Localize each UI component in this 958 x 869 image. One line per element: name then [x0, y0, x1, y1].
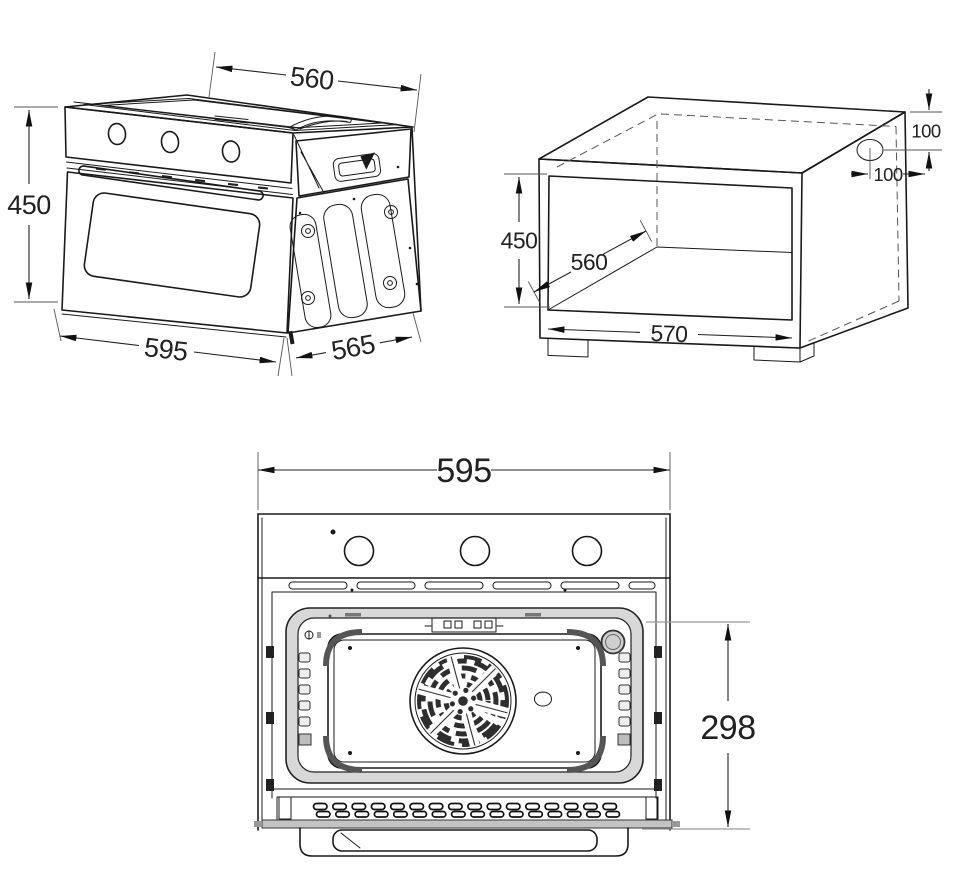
oven-front-view: 595 298: [254, 452, 756, 857]
side-emboss-panel: [323, 203, 368, 319]
dimension-570-width: 570: [547, 320, 793, 347]
shelf-rails: [298, 652, 631, 746]
oven-perspective-view: 560 450 595 565: [7, 51, 422, 377]
top-vent-slots: [288, 581, 656, 592]
dimension-595-bottom: 595: [53, 308, 293, 377]
control-panel-perspective: [64, 106, 294, 184]
dim-label-overall-width: 595: [436, 452, 491, 490]
dim-label-base-width: 570: [650, 320, 688, 347]
side-rivets: [298, 165, 419, 286]
door-handle: [78, 165, 264, 201]
top-vent-cover: [288, 115, 352, 131]
grill-element-bracket: [424, 617, 504, 633]
dim-label-vent-top-offset: 100: [911, 121, 941, 142]
dim-label-top-width: 560: [289, 61, 336, 96]
side-clips: [266, 646, 662, 791]
dimension-560-top: 560: [208, 51, 422, 133]
dim-label-side-depth: 565: [329, 329, 377, 366]
open-door: [254, 796, 680, 857]
dimension-100-horizontal: 100: [851, 148, 925, 185]
oven-side-panel: [287, 127, 422, 345]
side-handle-cutout: [332, 152, 382, 182]
cabinet-feet: [547, 337, 815, 363]
control-knob: [221, 140, 241, 163]
side-screws: [301, 205, 398, 305]
control-knob: [343, 535, 375, 567]
control-knob: [571, 535, 603, 567]
dimension-560-depth: 560: [527, 220, 653, 303]
dimension-100-vertical: 100: [884, 89, 942, 171]
door-hinge: [645, 796, 659, 820]
door-handle: [332, 829, 598, 852]
oven-door-perspective: [61, 165, 294, 338]
dim-label-vent-side-offset: 100: [873, 164, 903, 185]
dimension-595-front: 595: [257, 452, 671, 510]
cavity-door-frame: [285, 607, 644, 784]
thermostat-icon: [304, 630, 321, 640]
cavity-inner-tray: [323, 629, 606, 773]
rear-vent-circle: [600, 629, 626, 655]
door-window: [83, 192, 261, 298]
dim-label-front-width: 595: [143, 332, 190, 367]
dimension-298-right: 298: [642, 621, 756, 830]
door-front-edge: [261, 819, 673, 829]
side-emboss-panel: [289, 213, 332, 328]
control-knob: [459, 535, 491, 567]
control-knob: [107, 122, 127, 146]
oven-lamp: [534, 691, 552, 707]
dimension-450-left: 450: [7, 106, 58, 303]
dim-label-oven-height: 450: [7, 190, 51, 220]
dim-label-inner-depth: 560: [571, 249, 608, 275]
dim-label-opening-height-front: 298: [700, 709, 755, 747]
hidden-edges: [556, 113, 900, 344]
cabinet-cutout-view: 450 560 570 100 100: [501, 89, 942, 363]
dim-label-opening-height: 450: [501, 228, 538, 254]
side-emboss-panel: [360, 193, 406, 309]
control-panel-front: [330, 529, 603, 567]
door-hinge: [278, 796, 292, 820]
convection-fan-grille: [409, 647, 517, 755]
control-knob: [160, 130, 180, 154]
dimension-450-opening: 450: [501, 173, 550, 308]
